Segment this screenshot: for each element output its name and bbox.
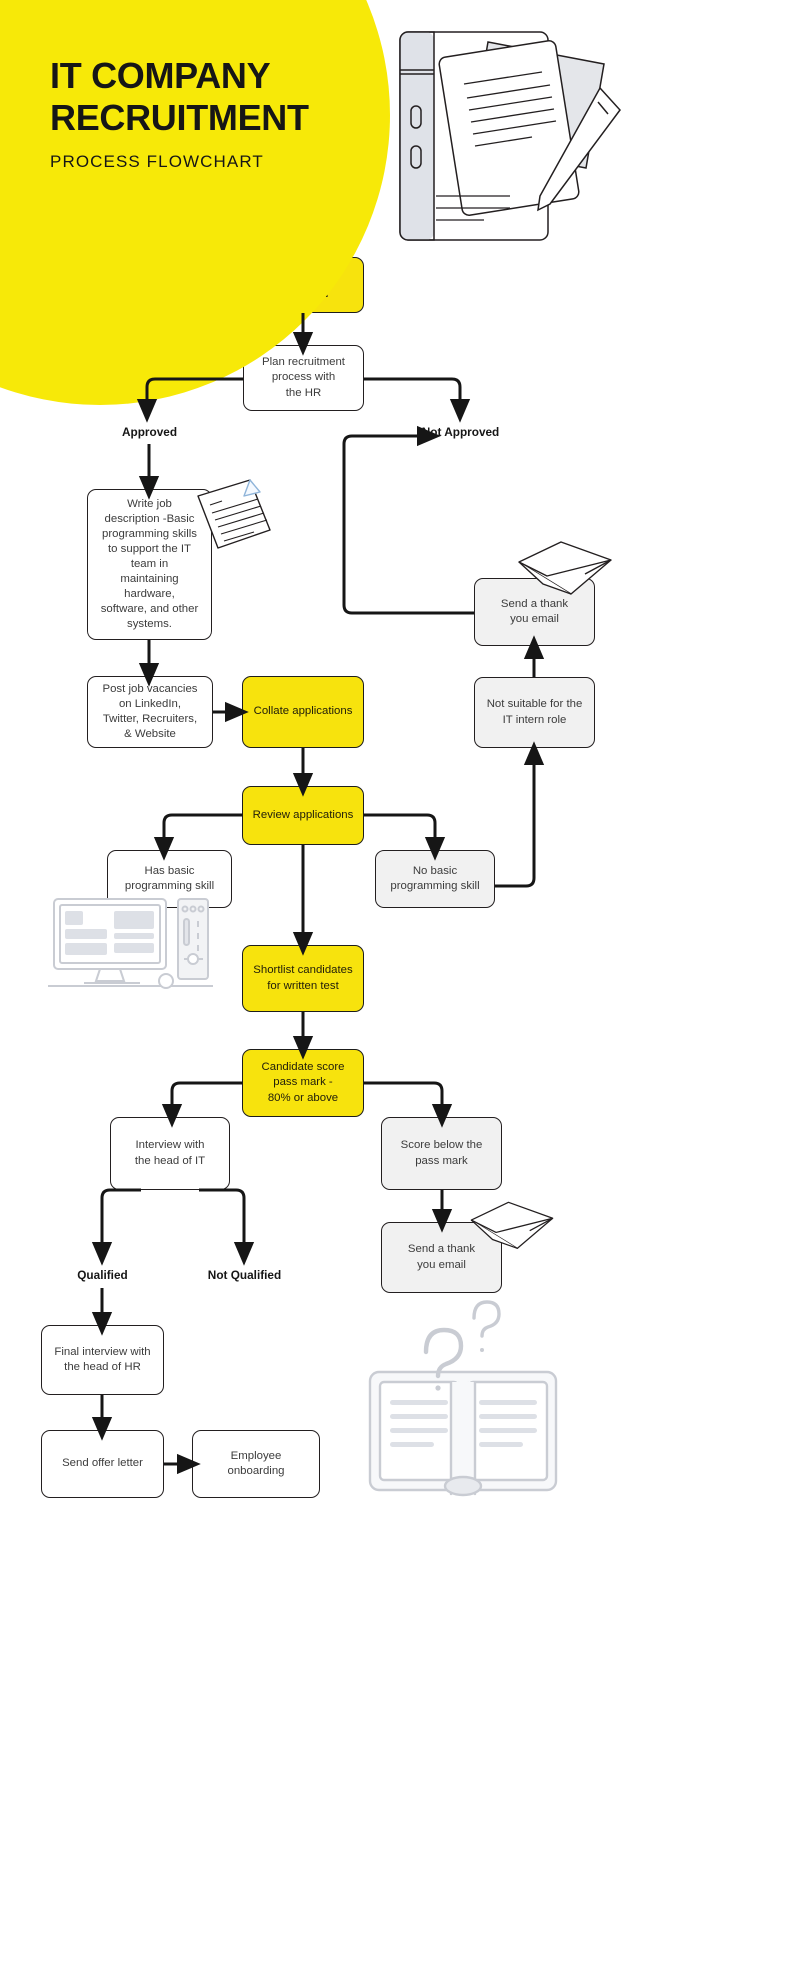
document-paper-icon [197,479,271,549]
branch-label-not-qualified: Not Qualified [207,1268,282,1282]
page-title-line2: RECRUITMENT [50,97,309,139]
header-text-block: IT COMPANY RECRUITMENT PROCESS FLOWCHART [50,55,390,172]
open-book-question-marks-icon [368,1300,558,1497]
node-label: Review applications [252,808,354,821]
branch-label-qualified: Qualified [77,1268,128,1282]
envelope-mail-icon [470,1201,554,1249]
page-title-line1: IT COMPANY [50,55,271,96]
branch-label-approved: Approved [121,425,178,439]
node-collate-applications[interactable]: Collate applications [242,676,364,748]
page-subtitle: PROCESS FLOWCHART [50,151,264,171]
node-label: Send offer letter [62,1457,143,1470]
desktop-computer-icon [48,898,213,989]
branch-label-not-approved: Not Approved [421,425,500,439]
clipboard-documents-pen-icon [399,31,621,241]
node-label: Collate applications [253,705,353,718]
node-send-offer-letter[interactable]: Send offer letter [41,1430,164,1498]
envelope-mail-icon [518,541,612,595]
page-title: IT COMPANY RECRUITMENT [50,55,390,140]
